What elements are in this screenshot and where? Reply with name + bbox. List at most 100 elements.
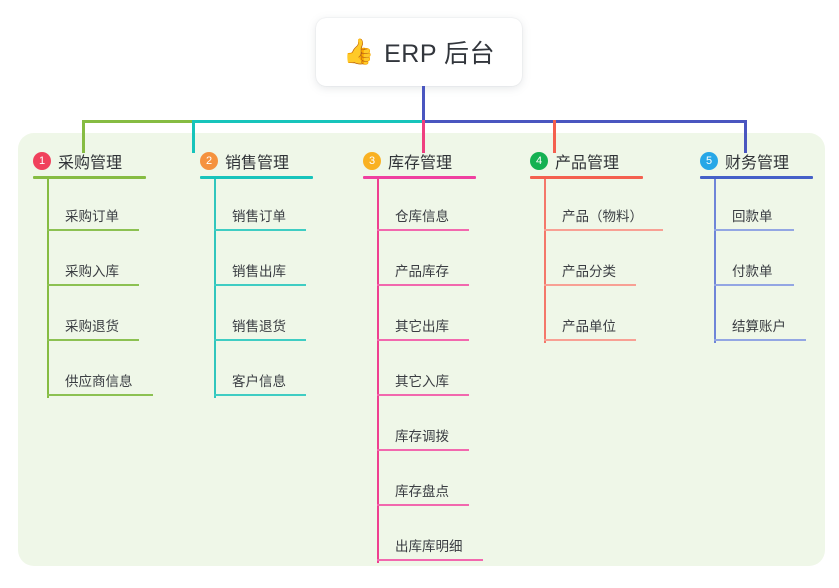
leaf-node[interactable]: 库存调拨 <box>377 399 480 451</box>
leaf-label: 销售出库 <box>232 264 286 279</box>
leaf-node[interactable]: 销售出库 <box>214 234 317 286</box>
leaf-label: 结算账户 <box>732 319 786 334</box>
leaf-node[interactable]: 产品（物料） <box>544 179 672 231</box>
leaf-underline <box>377 339 469 341</box>
branch-header-1[interactable]: 1 采购管理 <box>33 146 193 176</box>
leaf-underline <box>544 229 663 231</box>
leaf-label: 回款单 <box>732 209 773 224</box>
branch-underline-2 <box>200 176 313 179</box>
leaf-underline <box>377 284 469 286</box>
branch-column-3: 3 库存管理 仓库信息 产品库存 其它出库 其它入库 库存调拨 库存盘点 <box>363 146 543 563</box>
leaf-label: 产品（物料） <box>562 209 643 224</box>
leaf-label: 其它入库 <box>395 374 449 389</box>
branch-column-4: 4 产品管理 产品（物料） 产品分类 产品单位 <box>530 146 710 343</box>
drop-connector-col4 <box>553 120 556 153</box>
leaf-label: 采购订单 <box>65 209 119 224</box>
branch-title-5: 财务管理 <box>725 155 790 172</box>
branch-column-5: 5 财务管理 回款单 付款单 结算账户 <box>700 146 839 343</box>
drop-connector-col1 <box>82 120 85 153</box>
drop-connector-col2 <box>192 120 195 153</box>
branch-badge-3: 3 <box>363 152 381 170</box>
branch-spine-4 <box>544 179 546 343</box>
leaf-node[interactable]: 其它入库 <box>377 344 480 396</box>
leaf-node[interactable]: 销售订单 <box>214 179 317 231</box>
leaf-underline <box>544 339 636 341</box>
leaf-node[interactable]: 产品分类 <box>544 234 647 286</box>
leaf-underline <box>47 339 139 341</box>
leaf-node[interactable]: 采购退货 <box>47 289 150 341</box>
bus-segment-green <box>82 120 193 123</box>
branch-title-1: 采购管理 <box>58 155 123 172</box>
branch-spine-3 <box>377 179 379 563</box>
branch-spine-2 <box>214 179 216 398</box>
leaf-underline <box>377 394 469 396</box>
leaf-underline <box>714 284 794 286</box>
leaf-node[interactable]: 出库库明细 <box>377 509 492 561</box>
leaf-label: 出库库明细 <box>395 539 463 554</box>
branch-header-3[interactable]: 3 库存管理 <box>363 146 543 176</box>
branch-header-5[interactable]: 5 财务管理 <box>700 146 839 176</box>
leaf-underline <box>377 229 469 231</box>
branch-underline-1 <box>33 176 146 179</box>
branch-column-2: 2 销售管理 销售订单 销售出库 销售退货 客户信息 <box>200 146 360 398</box>
branch-spine-1 <box>47 179 49 398</box>
leaf-node[interactable]: 其它出库 <box>377 289 480 341</box>
leaf-label: 产品单位 <box>562 319 616 334</box>
drop-connector-col5 <box>744 120 747 153</box>
leaf-underline <box>47 394 153 396</box>
leaf-node[interactable]: 客户信息 <box>214 344 317 396</box>
leaf-node[interactable]: 结算账户 <box>714 289 817 341</box>
branch-badge-2: 2 <box>200 152 218 170</box>
leaf-underline <box>214 339 306 341</box>
leaf-node[interactable]: 采购入库 <box>47 234 150 286</box>
leaf-label: 其它出库 <box>395 319 449 334</box>
thumbs-up-icon: 👍 <box>342 37 375 66</box>
leaf-label: 销售订单 <box>232 209 286 224</box>
leaf-underline <box>214 284 306 286</box>
branch-title-2: 销售管理 <box>225 155 290 172</box>
bus-segment-teal <box>192 120 423 123</box>
leaf-label: 库存调拨 <box>395 429 449 444</box>
branch-badge-4: 4 <box>530 152 548 170</box>
leaf-label: 库存盘点 <box>395 484 449 499</box>
branch-badge-5: 5 <box>700 152 718 170</box>
leaf-underline <box>377 449 469 451</box>
root-stem-connector <box>422 86 425 122</box>
leaf-node[interactable]: 销售退货 <box>214 289 317 341</box>
branch-header-4[interactable]: 4 产品管理 <box>530 146 710 176</box>
leaf-node[interactable]: 采购订单 <box>47 179 150 231</box>
leaf-label: 仓库信息 <box>395 209 449 224</box>
leaf-underline <box>214 394 306 396</box>
leaf-underline <box>377 504 469 506</box>
leaf-label: 产品库存 <box>395 264 449 279</box>
root-node-label: ERP 后台 <box>384 40 496 68</box>
leaf-node[interactable]: 产品单位 <box>544 289 647 341</box>
branch-badge-1: 1 <box>33 152 51 170</box>
branch-header-2[interactable]: 2 销售管理 <box>200 146 360 176</box>
leaf-label: 供应商信息 <box>65 374 133 389</box>
leaf-label: 销售退货 <box>232 319 286 334</box>
root-node-erp-backend[interactable]: 👍 ERP 后台 <box>316 18 522 86</box>
leaf-node[interactable]: 回款单 <box>714 179 804 231</box>
branch-title-4: 产品管理 <box>555 155 620 172</box>
branch-underline-4 <box>530 176 643 179</box>
leaf-node[interactable]: 仓库信息 <box>377 179 480 231</box>
drop-connector-col3 <box>422 120 425 153</box>
branch-underline-5 <box>700 176 813 179</box>
leaf-node[interactable]: 供应商信息 <box>47 344 162 396</box>
leaf-underline <box>714 229 794 231</box>
leaf-underline <box>214 229 306 231</box>
branch-column-1: 1 采购管理 采购订单 采购入库 采购退货 供应商信息 <box>33 146 193 398</box>
leaf-label: 采购入库 <box>65 264 119 279</box>
bus-segment-blue <box>422 120 747 123</box>
leaf-node[interactable]: 付款单 <box>714 234 804 286</box>
leaf-label: 付款单 <box>732 264 773 279</box>
leaf-label: 产品分类 <box>562 264 616 279</box>
branch-title-3: 库存管理 <box>388 155 453 172</box>
branch-underline-3 <box>363 176 476 179</box>
leaf-node[interactable]: 库存盘点 <box>377 454 480 506</box>
leaf-underline <box>47 229 139 231</box>
leaf-underline <box>544 284 636 286</box>
leaf-node[interactable]: 产品库存 <box>377 234 480 286</box>
